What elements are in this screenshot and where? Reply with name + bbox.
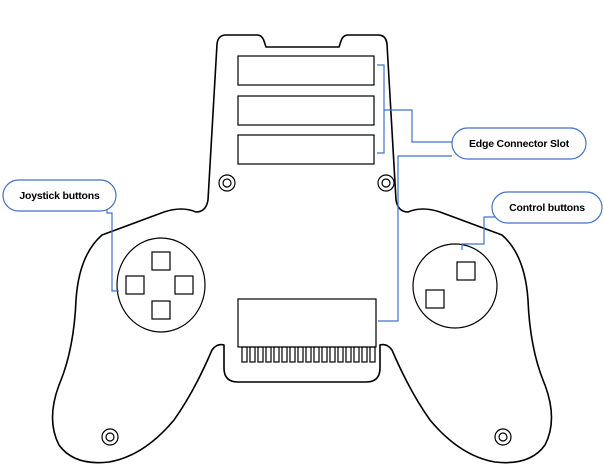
top-slot-1 bbox=[237, 55, 375, 86]
mount-hole-lower-left bbox=[101, 428, 119, 446]
joystick-pad bbox=[116, 237, 206, 333]
controller-body-outline bbox=[51, 34, 553, 464]
connector-pin bbox=[265, 346, 272, 363]
control-pad bbox=[412, 243, 498, 329]
callout-control-label: Control buttons bbox=[509, 202, 585, 214]
mount-hole-lower-right bbox=[494, 428, 512, 446]
connector-pin bbox=[241, 346, 248, 363]
mount-hole-upper-right bbox=[377, 174, 395, 192]
edge-connector bbox=[237, 298, 377, 363]
connector-pin bbox=[281, 346, 288, 363]
connector-pins bbox=[241, 346, 376, 363]
connector-pin bbox=[369, 346, 376, 363]
callout-joystick: Joystick buttons bbox=[2, 179, 117, 212]
connector-pin bbox=[289, 346, 296, 363]
callout-edge-connector: Edge Connector Slot bbox=[451, 127, 587, 160]
connector-pin bbox=[249, 346, 256, 363]
connector-pin bbox=[337, 346, 344, 363]
top-slot-3 bbox=[237, 134, 375, 165]
connector-pin bbox=[305, 346, 312, 363]
mount-hole-upper-left bbox=[218, 174, 236, 192]
connector-pin bbox=[297, 346, 304, 363]
connector-pin bbox=[345, 346, 352, 363]
connector-pin bbox=[313, 346, 320, 363]
top-slot-2 bbox=[237, 95, 375, 126]
connector-pin bbox=[257, 346, 264, 363]
joystick-button-right bbox=[174, 275, 194, 295]
callout-control: Control buttons bbox=[491, 191, 603, 224]
connector-pin bbox=[321, 346, 328, 363]
callout-edge-connector-label: Edge Connector Slot bbox=[469, 138, 570, 150]
edge-connector-leader bbox=[377, 64, 452, 322]
joystick-button-down bbox=[151, 300, 171, 320]
control-button-a bbox=[456, 261, 476, 281]
connector-pin bbox=[273, 346, 280, 363]
control-leader bbox=[461, 216, 497, 250]
control-button-b bbox=[425, 289, 445, 309]
joystick-button-left bbox=[125, 275, 145, 295]
connector-pin bbox=[353, 346, 360, 363]
connector-pin bbox=[329, 346, 336, 363]
joystick-button-up bbox=[151, 251, 171, 271]
connector-pin bbox=[361, 346, 368, 363]
callout-joystick-label: Joystick buttons bbox=[19, 190, 100, 202]
